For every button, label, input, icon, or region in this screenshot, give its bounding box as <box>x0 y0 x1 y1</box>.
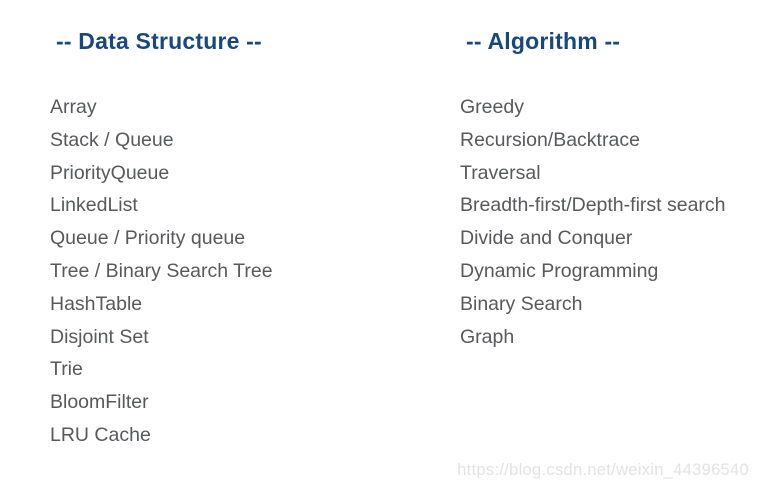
list-item: Dynamic Programming <box>460 259 659 282</box>
list-item: Divide and Conquer <box>460 227 633 250</box>
list-item: Recursion/Backtrace <box>460 128 640 151</box>
algorithm-header: -- Algorithm -- <box>466 28 621 54</box>
list-item: HashTable <box>50 292 143 315</box>
list-item: Stack / Queue <box>50 128 174 151</box>
data-structure-header: -- Data Structure -- <box>56 28 262 54</box>
list-item: Greedy <box>460 96 524 118</box>
list-item: Trie <box>50 358 83 381</box>
list-item: Binary Search <box>460 292 583 315</box>
list-item: LRU Cache <box>50 423 151 446</box>
list-item: Tree / Binary Search Tree <box>50 259 273 282</box>
list-item: Array <box>50 96 97 118</box>
list-item: Traversal <box>460 161 541 184</box>
list-item: Queue / Priority queue <box>50 227 246 250</box>
list-item: BloomFilter <box>50 391 149 414</box>
list-item: PriorityQueue <box>50 161 170 184</box>
list-item: Disjoint Set <box>50 325 149 348</box>
list-item: Graph <box>460 325 515 348</box>
watermark-url: https://blog.csdn.net/weixin_44396540 <box>457 461 749 479</box>
list-item: LinkedList <box>50 194 138 217</box>
list-item: Breadth-first/Depth-first search <box>460 194 726 217</box>
